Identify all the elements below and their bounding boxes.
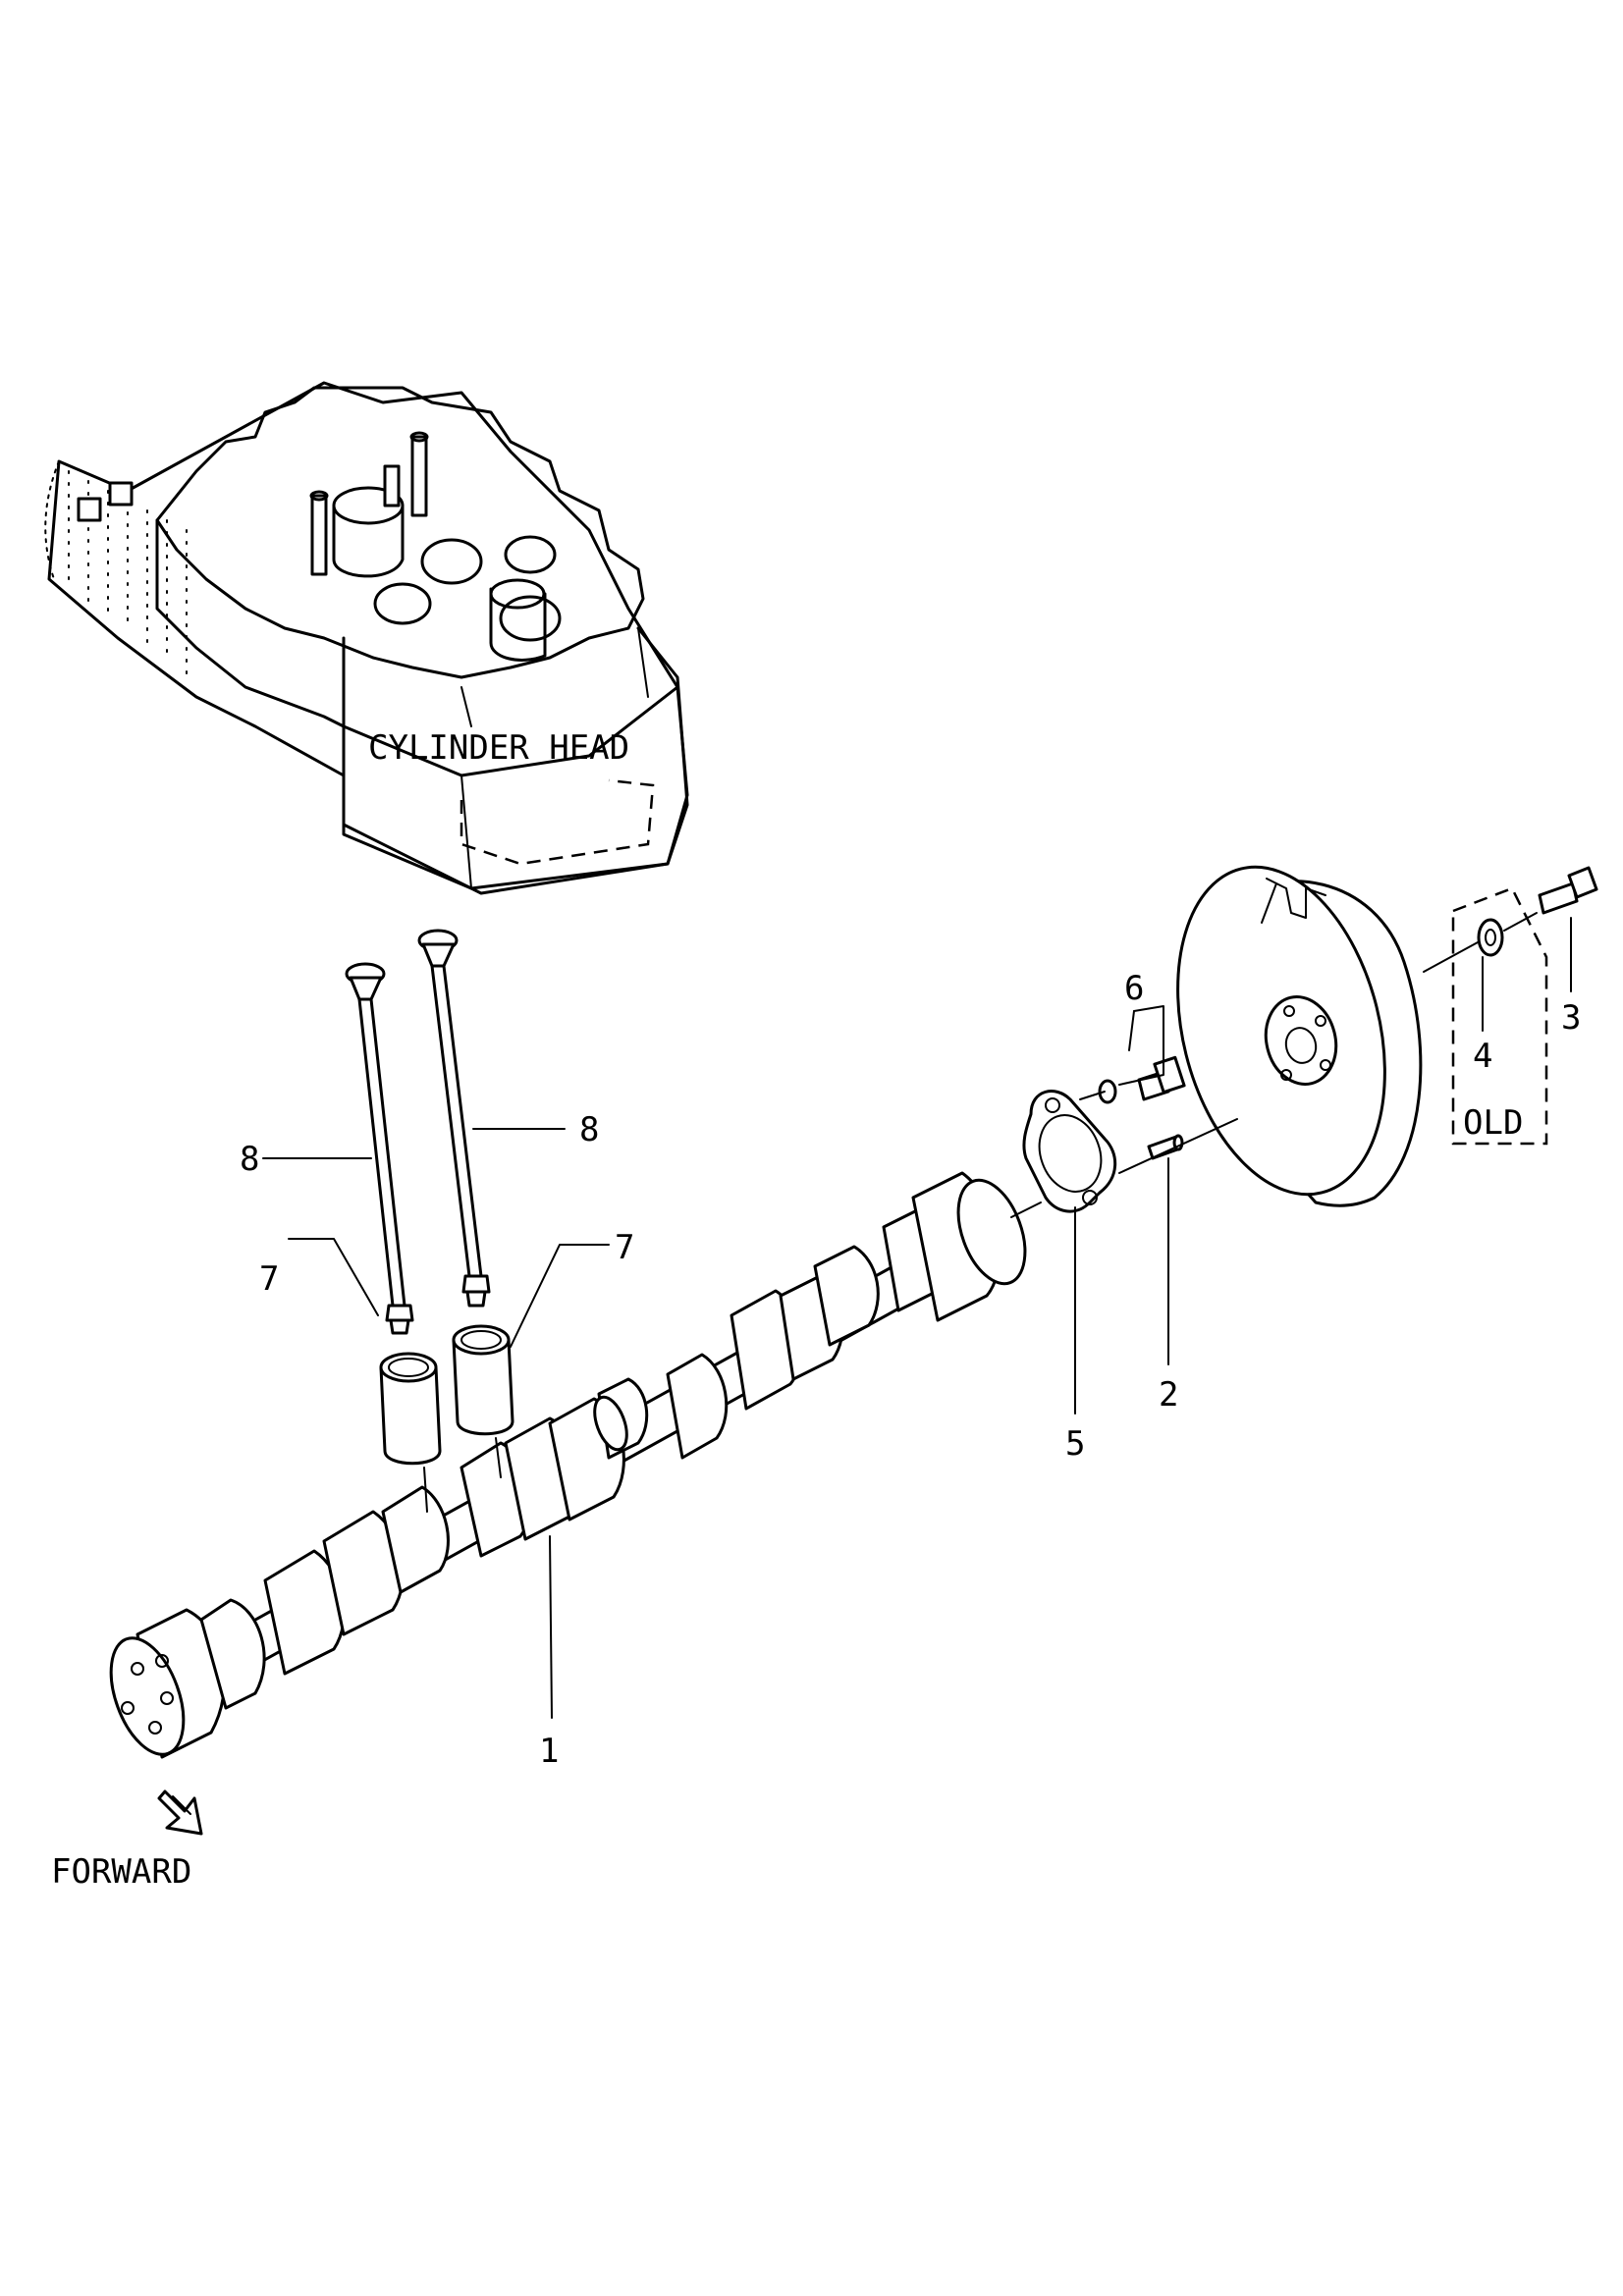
forward-label: FORWARD <box>51 1852 191 1892</box>
tappet-right <box>452 1324 514 1436</box>
gear-washer <box>1477 918 1504 957</box>
callout-7-right: 7 <box>615 1228 634 1267</box>
callout-3: 3 <box>1561 998 1581 1038</box>
callout-7-left: 7 <box>259 1259 279 1299</box>
cylinder-head: CYLINDER HEAD <box>44 381 689 895</box>
forward-arrow-icon <box>157 1789 203 1836</box>
thrust-plate <box>1022 1090 1117 1213</box>
callout-5: 5 <box>1065 1424 1085 1464</box>
callout-8-left: 8 <box>240 1140 259 1179</box>
cylinder-head-label: CYLINDER HEAD <box>368 728 629 768</box>
old-label: OLD <box>1463 1103 1523 1143</box>
callout-6: 6 <box>1124 969 1144 1008</box>
callout-4: 4 <box>1473 1037 1492 1076</box>
callout-leaders <box>262 917 1572 1719</box>
forward-indicator: FORWARD <box>51 1789 203 1892</box>
old-variant-box <box>1451 886 1548 1146</box>
gear-bolt <box>1538 866 1598 915</box>
tappet-left <box>379 1352 442 1466</box>
push-rod-right <box>417 929 491 1308</box>
callout-8-right: 8 <box>579 1110 599 1149</box>
callouts: 1 2 3 4 5 6 7 7 8 8 OLD <box>240 969 1581 1771</box>
push-rod-left <box>345 962 414 1335</box>
camshaft-gear <box>1176 865 1423 1207</box>
assembly-lines <box>423 912 1538 1513</box>
callout-1: 1 <box>539 1732 559 1771</box>
camshaft <box>109 1171 1027 1759</box>
thrust-plate-bolt <box>1098 1055 1186 1104</box>
callout-2: 2 <box>1159 1375 1178 1415</box>
